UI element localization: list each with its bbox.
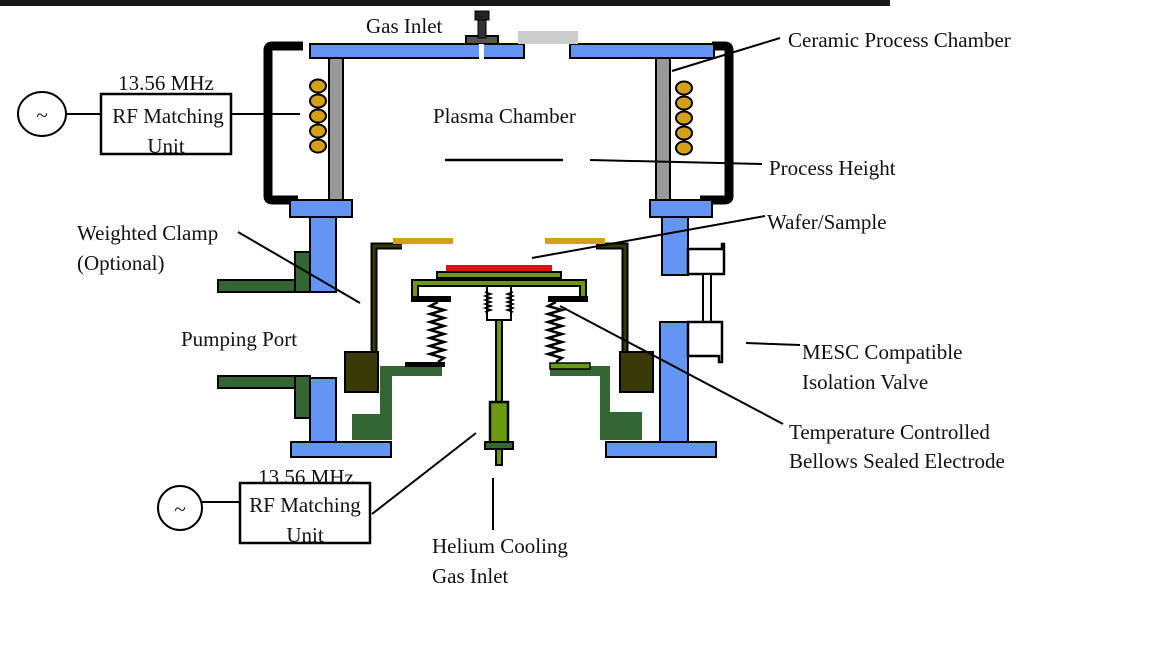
rf-generator-bottom-icon: [157, 485, 203, 531]
label-ceramic-process-chamber: Ceramic Process Chamber: [788, 28, 1011, 52]
label-pumping-port: Pumping Port: [181, 327, 297, 351]
center-bellows-right: [504, 291, 516, 313]
label-helium-line2: Gas Inlet: [432, 564, 509, 588]
label-wafer-sample: Wafer/Sample: [767, 210, 887, 234]
pump-port-upper-arm: [217, 279, 299, 293]
leader-ceramic-chamber: [671, 37, 781, 72]
ceramic-wall-right: [655, 57, 671, 201]
top-lid-left: [309, 43, 525, 59]
helium-inlet-collar: [484, 441, 514, 450]
label-mesc-line1: MESC Compatible: [802, 340, 962, 364]
label-mesc-line2: Isolation Valve: [802, 370, 928, 394]
leader-wafer-sample: [531, 215, 766, 259]
center-stem: [495, 319, 503, 403]
electrode-top-plate: [436, 271, 562, 279]
bellows-flange-left-top: [411, 296, 451, 302]
rf-source-top: ~ 13.56 MHz RF Matching Unit: [17, 71, 233, 158]
bellows-flange-right-top: [548, 296, 588, 302]
center-bellows-housing: [486, 285, 512, 321]
bellows-left: [425, 300, 449, 364]
ceramic-wall-left: [328, 57, 344, 201]
label-process-height: Process Height: [769, 156, 896, 180]
gas-inlet-port: [479, 44, 484, 62]
electrode-base-left: [352, 366, 442, 440]
label-weighted-clamp-line1: Weighted Clamp: [77, 221, 218, 245]
bellows-flange-right-bottom: [549, 362, 591, 370]
rf-coil-left: [309, 78, 327, 154]
mesc-valve-lower-body: [686, 320, 724, 364]
pump-port-lower-arm: [217, 375, 299, 389]
leader-rf-bottom: [371, 432, 477, 515]
label-helium-line1: Helium Cooling: [432, 534, 568, 558]
lower-wall-right-upper: [661, 216, 689, 276]
rf-generator-bottom-symbol: ~: [174, 497, 185, 521]
clamp-support-left-inner: [372, 244, 402, 352]
helium-inlet-body: [488, 400, 510, 446]
clamp-support-right-inner: [596, 244, 627, 352]
label-electrode-line2: Bellows Sealed Electrode: [789, 449, 1005, 473]
rf-bottom-unit-line2: Unit: [286, 523, 324, 547]
clamp-ring-left: [393, 238, 453, 244]
leader-mesc-valve: [745, 342, 801, 346]
rf-top-unit-line2: Unit: [147, 134, 185, 158]
helium-inlet-tube: [495, 448, 503, 466]
leader-weighted-clamp: [237, 231, 361, 304]
rf-generator-top-symbol: ~: [36, 103, 47, 127]
leader-electrode: [559, 305, 784, 425]
bellows-right: [543, 300, 567, 364]
top-border-bar: [0, 0, 890, 6]
top-lid-right: [569, 43, 715, 59]
rf-top-unit-line1: RF Matching: [112, 104, 224, 128]
gas-inlet-stem: [477, 17, 487, 39]
mid-flange-right: [649, 199, 713, 218]
rf-top-frequency: 13.56 MHz: [118, 71, 214, 95]
clamp-support-left: [370, 242, 402, 352]
wafer-sample: [446, 265, 552, 271]
rf-source-bottom: ~ 13.56 MHz RF Matching Unit: [157, 465, 372, 547]
rf-matching-unit-top: [99, 92, 233, 156]
base-flange-right: [605, 441, 717, 458]
rf-coil-right: [675, 80, 693, 156]
viewport-window: [518, 31, 578, 44]
label-gas-inlet: Gas Inlet: [366, 14, 443, 38]
rf-bottom-frequency: 13.56 MHz: [258, 465, 354, 489]
electrode-base-right: [550, 366, 642, 440]
clamp-weight-left: [344, 351, 379, 393]
lower-wall-left-lower: [309, 377, 337, 443]
clamp-ring-right: [545, 238, 605, 244]
clamp-weight-right: [619, 351, 654, 393]
outer-shell-left: [263, 41, 303, 205]
outer-shell-right: [700, 41, 734, 205]
lower-wall-right-lower: [659, 321, 689, 443]
label-electrode-line1: Temperature Controlled: [789, 420, 990, 444]
pump-port-lower-collar: [294, 375, 311, 419]
rf-matching-unit-bottom: [238, 481, 372, 545]
mid-flange-left: [289, 199, 353, 218]
base-flange-left: [290, 441, 392, 458]
rf-bottom-unit-line1: RF Matching: [249, 493, 361, 517]
pump-port-upper-collar: [294, 251, 311, 293]
center-bellows: [482, 291, 494, 313]
bellows-flange-left-bottom: [405, 362, 445, 367]
gas-inlet-cap: [474, 10, 490, 21]
label-weighted-clamp-line2: (Optional): [77, 251, 164, 275]
leader-process-height-right: [589, 159, 763, 165]
clamp-support-right: [596, 242, 629, 352]
mesc-valve-upper-body: [686, 242, 726, 276]
label-plasma-chamber: Plasma Chamber: [433, 104, 576, 128]
